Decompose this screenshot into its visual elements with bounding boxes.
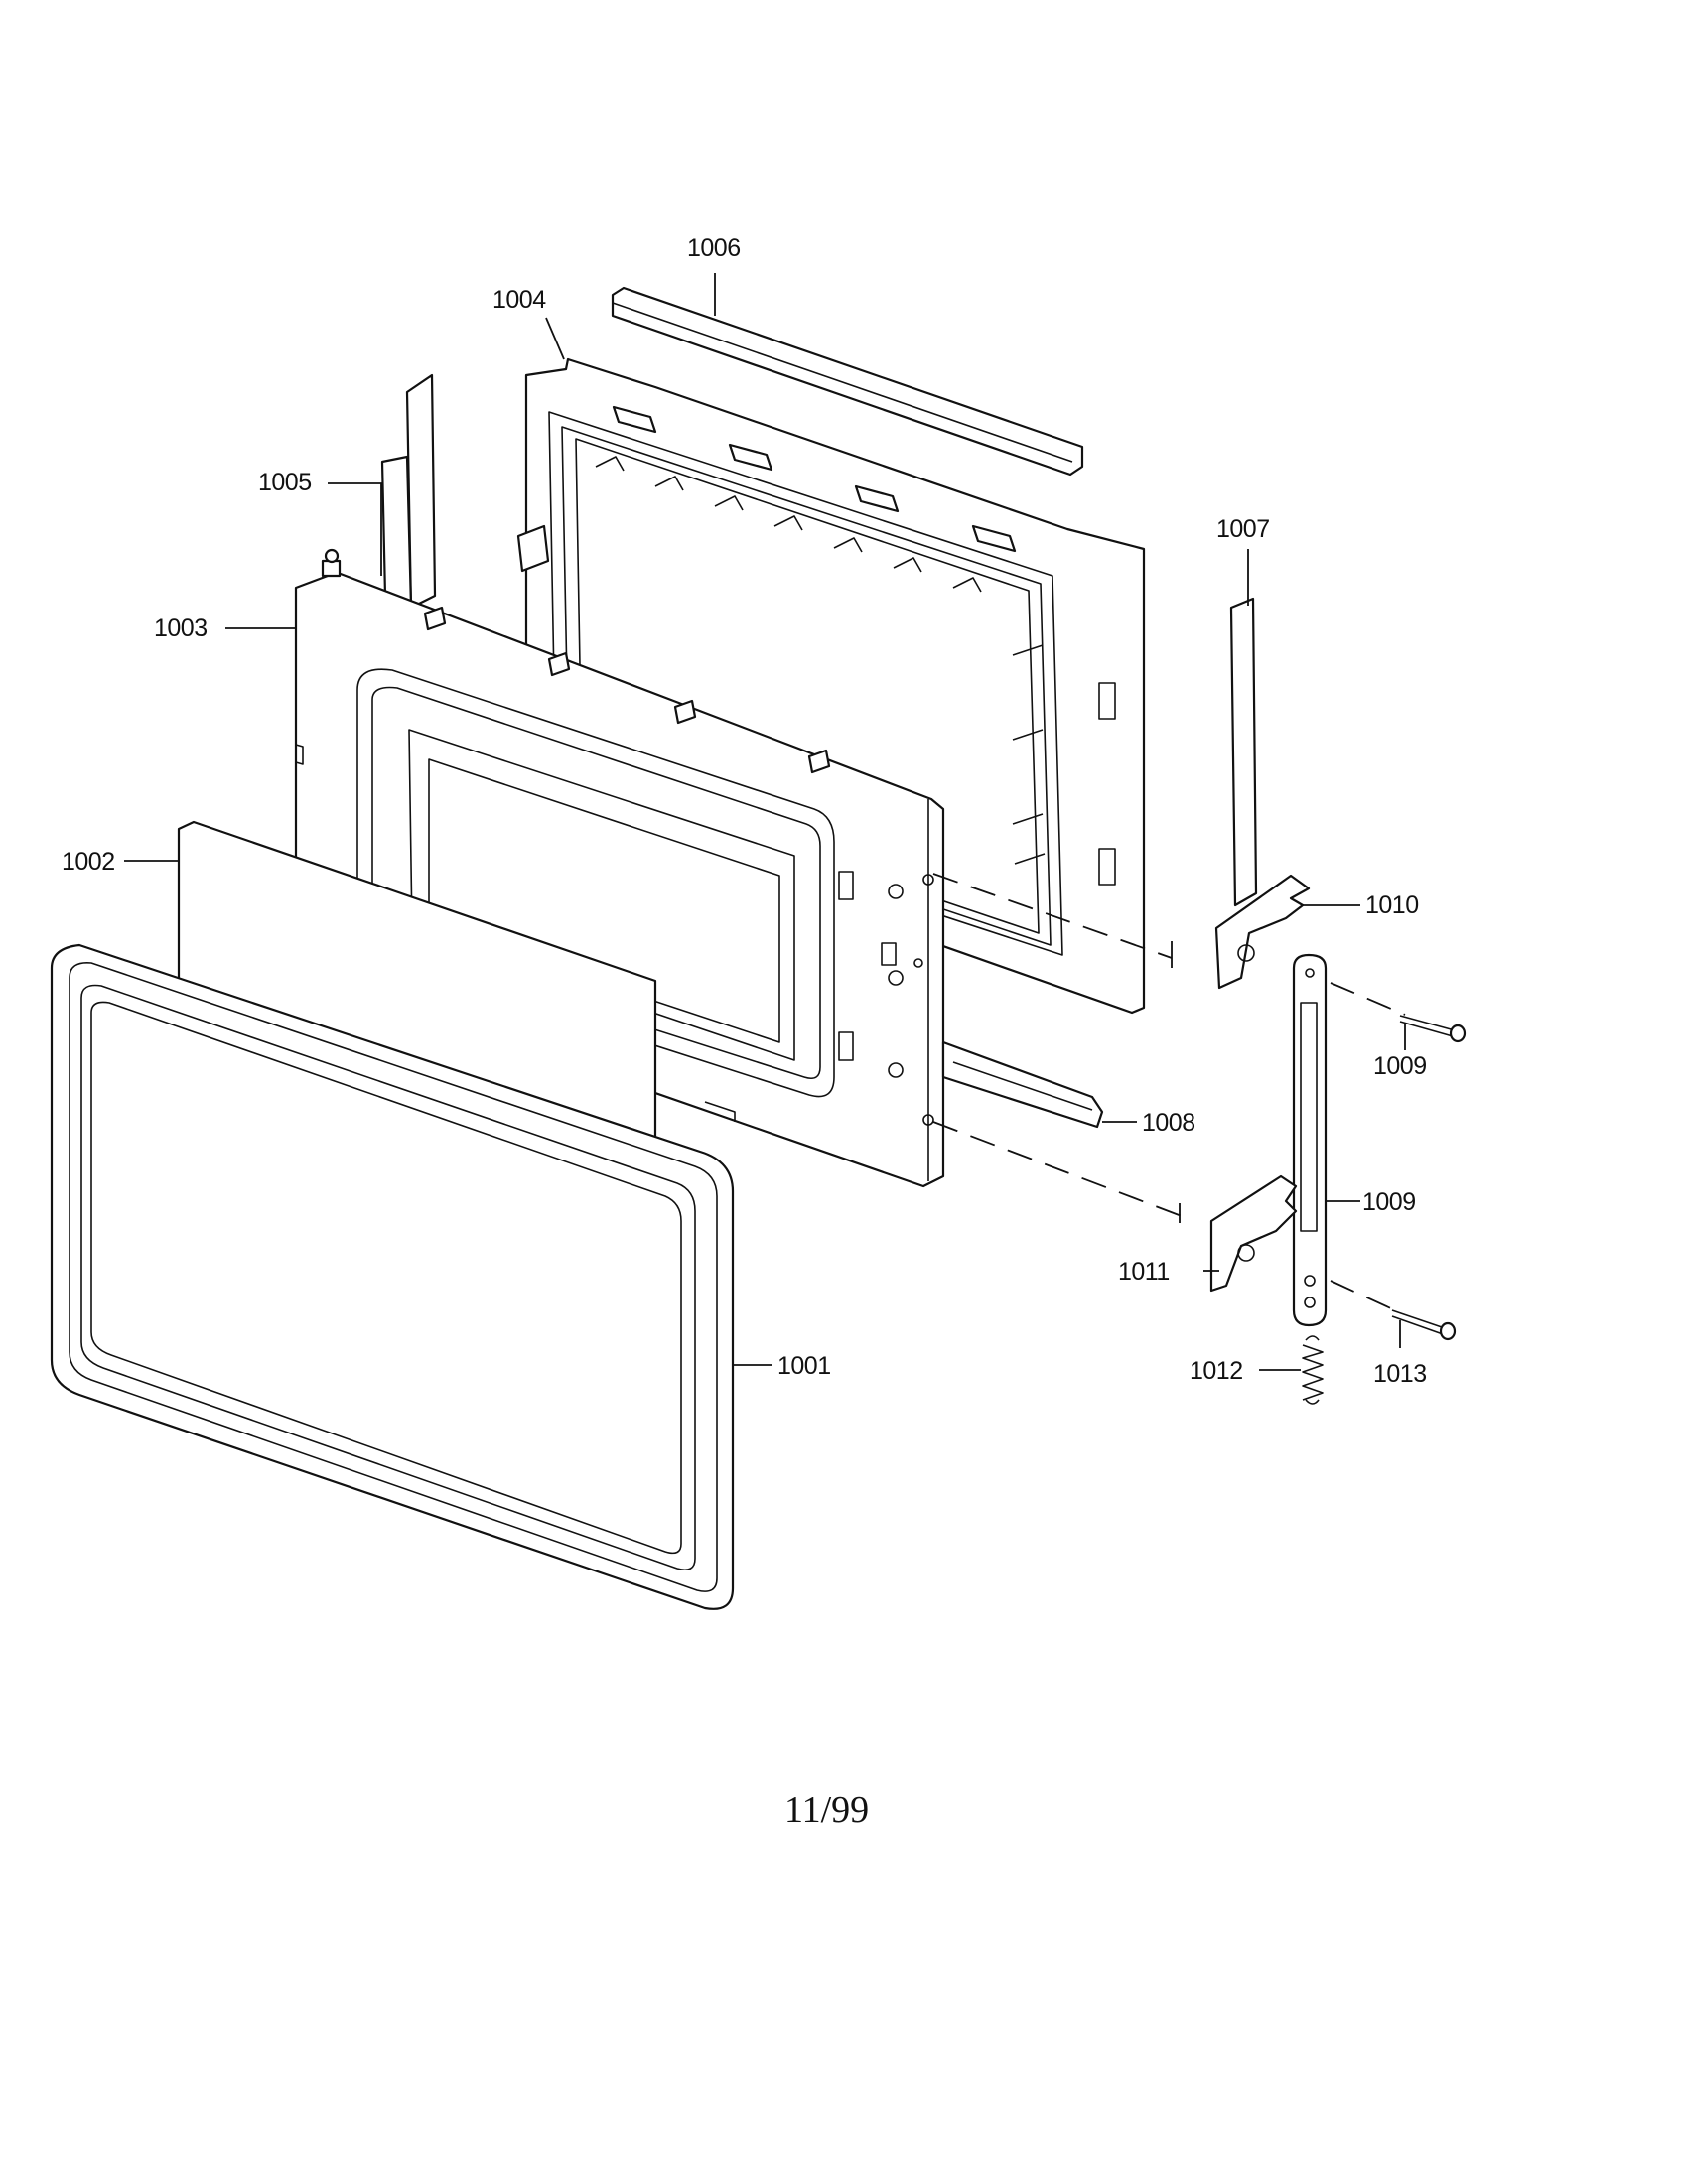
part-1010-latch-bar (1292, 953, 1328, 1327)
part-1008-bottom-strip (941, 1040, 1104, 1129)
label-1009-lower: 1013 (1373, 1360, 1427, 1388)
part-1013-spring (1302, 1335, 1324, 1405)
label-1006: 1006 (687, 234, 741, 262)
label-1010: 1009 (1362, 1188, 1416, 1216)
part-1005-left-strip (380, 373, 437, 610)
part-1009-screw-lower (1391, 1309, 1457, 1341)
part-1007-right-strip (1229, 597, 1258, 907)
label-1007: 1007 (1216, 515, 1270, 543)
part-1011-upper-latch (1214, 874, 1311, 990)
label-1005: 1005 (258, 469, 312, 496)
label-1001: 1001 (777, 1352, 831, 1380)
label-1011: 1010 (1365, 891, 1419, 919)
label-1002: 1002 (62, 848, 115, 876)
part-1012-lower-latch (1209, 1174, 1298, 1293)
label-1004: 1004 (492, 286, 546, 314)
leader-lines (124, 273, 1406, 1371)
label-1012: 1011 (1118, 1258, 1170, 1286)
part-1006-top-strip (611, 286, 1084, 477)
part-labels: 1006 1004 1005 1007 1003 1002 1010 1009 … (62, 234, 1427, 1388)
assembly-lines (932, 873, 1406, 1311)
page-number: 11/99 (784, 1789, 869, 1831)
label-1008: 1008 (1142, 1109, 1195, 1137)
label-1013: 1012 (1190, 1357, 1243, 1385)
part-1002-glass (177, 820, 657, 1154)
label-1003: 1003 (154, 614, 208, 642)
label-1009-upper: 1009 (1373, 1052, 1427, 1080)
part-1001-outer-frame (50, 943, 735, 1610)
part-1009-screw-upper (1399, 1015, 1467, 1043)
